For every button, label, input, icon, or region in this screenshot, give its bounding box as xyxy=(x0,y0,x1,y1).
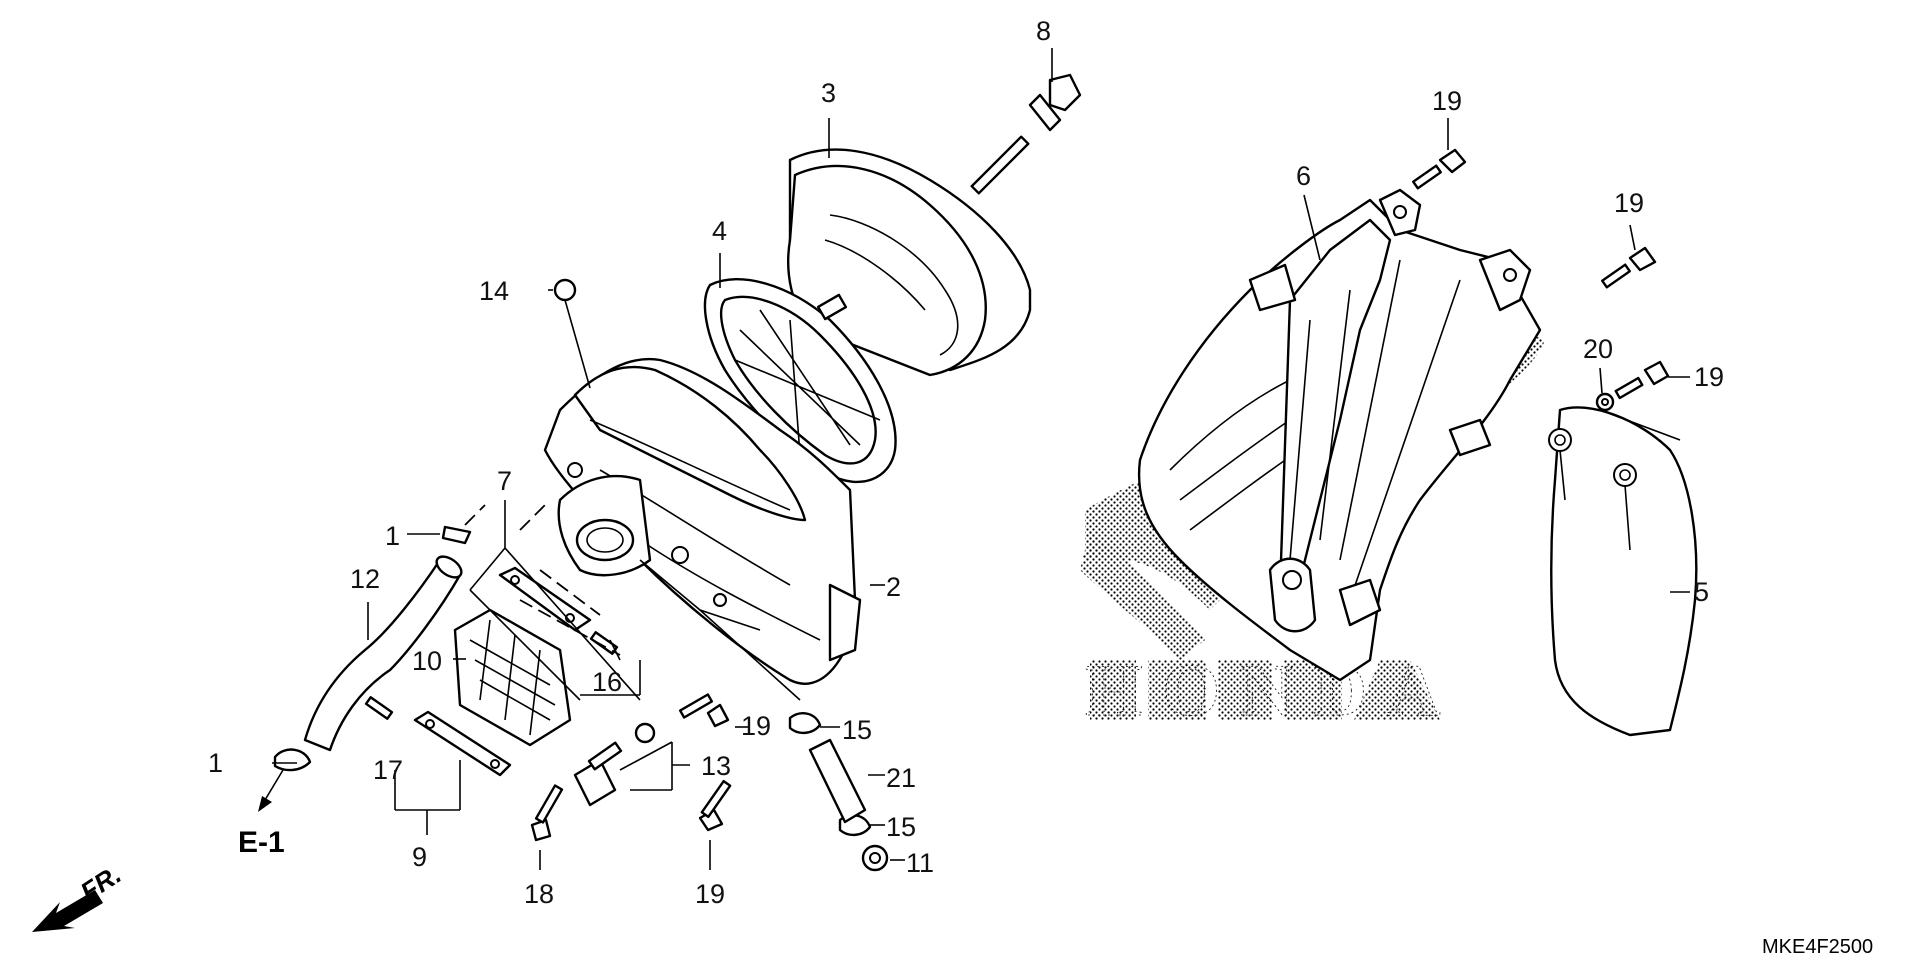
air-cleaner-cover xyxy=(1137,188,1542,682)
fasteners xyxy=(273,73,1670,872)
callout-20: 20 xyxy=(1583,334,1613,364)
air-filter-element xyxy=(787,148,1032,377)
drawing-code: MKE4F2500 xyxy=(1762,936,1873,958)
callout-19-right-a: 19 xyxy=(1614,188,1644,218)
callout-19-lower-a: 19 xyxy=(741,711,771,741)
callout-2: 2 xyxy=(886,572,901,602)
callout-17: 17 xyxy=(373,755,403,785)
callout-19-right-b: 19 xyxy=(1694,362,1724,392)
front-direction-arrow: FR. xyxy=(32,859,126,932)
side-cover xyxy=(1548,406,1698,737)
callout-8: 7 xyxy=(497,466,512,496)
honda-watermark-text: HONDA xyxy=(1085,650,1460,732)
callout-14: 14 xyxy=(479,276,509,306)
callout-15-upper: 15 xyxy=(842,715,872,745)
callout-7: 10 xyxy=(412,646,442,676)
callout-6: 6 xyxy=(1296,161,1311,191)
callout-19-lower-b: 19 xyxy=(695,879,725,909)
intake-duct xyxy=(453,608,572,747)
air-cleaner-housing xyxy=(543,357,862,685)
callout-19-top: 19 xyxy=(1432,86,1462,116)
callout-13: 13 xyxy=(701,751,731,781)
callout-9: 9 xyxy=(412,842,427,872)
callout-18: 18 xyxy=(524,879,554,909)
callout-15-lower: 15 xyxy=(886,812,916,842)
reference-label: E-1 xyxy=(238,826,285,859)
dashed-guides xyxy=(464,504,621,656)
leader-lines xyxy=(272,48,1690,870)
callout-12: 12 xyxy=(350,564,380,594)
callout-11: 11 xyxy=(906,848,934,878)
callout-4: 4 xyxy=(712,216,727,246)
element-holder xyxy=(703,278,897,484)
breather-tube xyxy=(303,555,463,752)
callout-10: 8 xyxy=(1036,16,1051,46)
callout-1-lower: 1 xyxy=(208,748,223,778)
callout-5: 5 xyxy=(1694,577,1709,607)
callout-16: 16 xyxy=(592,667,622,697)
callout-21: 21 xyxy=(886,763,916,793)
arrows xyxy=(258,769,284,812)
callout-1-upper: 1 xyxy=(385,521,400,551)
callout-numbers: 8 3 4 14 7 1 12 2 10 16 19 15 1 17 13 21… xyxy=(208,16,1724,909)
callout-3: 3 xyxy=(821,78,836,108)
